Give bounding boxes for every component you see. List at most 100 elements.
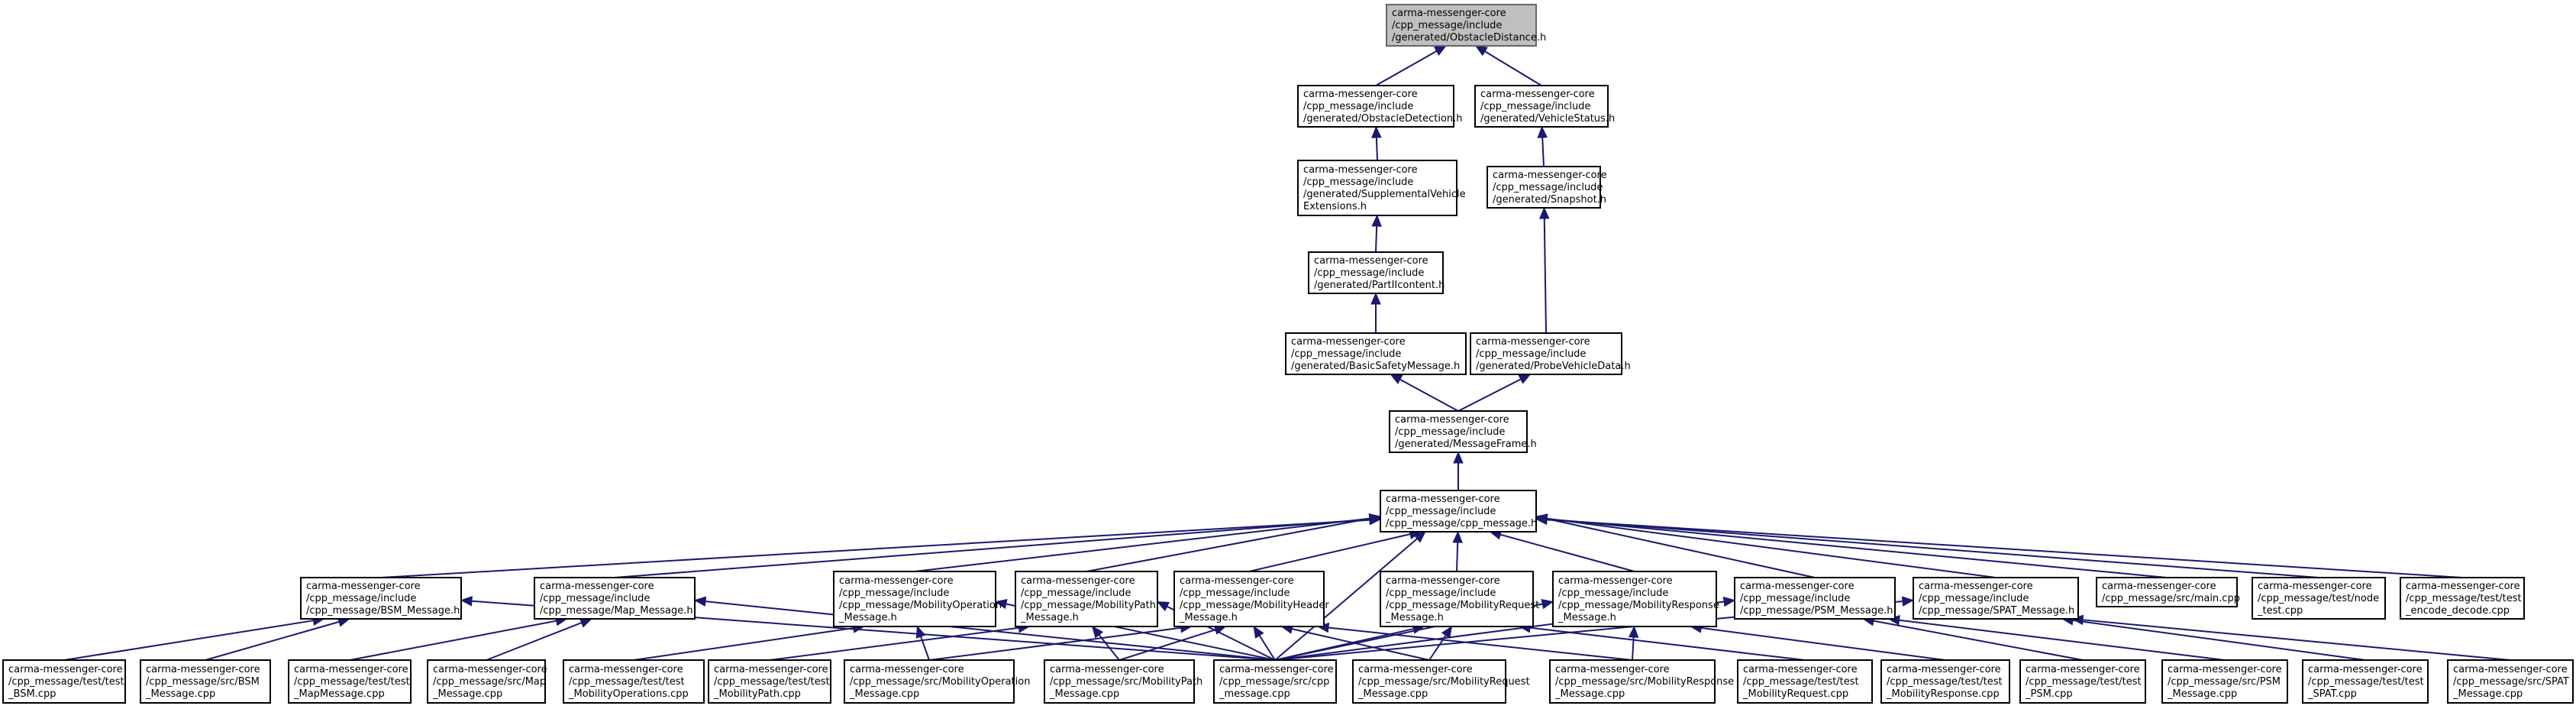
node-label-line: /cpp_message/test/test bbox=[714, 676, 830, 688]
node-label-line: _MobilityResponse.cpp bbox=[1886, 688, 2000, 700]
node-cppmsg[interactable]: carma-messenger-core/cpp_message/include… bbox=[1380, 490, 1537, 533]
node-mobop[interactable]: carma-messenger-core/cpp_message/include… bbox=[833, 571, 1002, 627]
node-label-line: /cpp_message/include bbox=[1740, 593, 1850, 604]
node-s-cpp[interactable]: carma-messenger-core/cpp_message/src/cpp… bbox=[1213, 659, 1337, 704]
node-label-line: /cpp_message/test/test bbox=[1743, 676, 1859, 688]
node-label-line: carma-messenger-core bbox=[2102, 581, 2216, 592]
arrowhead-icon bbox=[994, 598, 1008, 610]
edge-s-bsm-to-bsmmsg bbox=[205, 620, 340, 661]
node-s-bsm[interactable]: carma-messenger-core/cpp_message/src/BSM… bbox=[140, 659, 271, 704]
node-mapmsg[interactable]: carma-messenger-core/cpp_message/include… bbox=[534, 577, 696, 620]
node-label-line: /cpp_message/src/MobilityOperation bbox=[850, 676, 1030, 688]
node-label-line: carma-messenger-core bbox=[1180, 575, 1294, 587]
node-snapshot[interactable]: carma-messenger-core/cpp_message/include… bbox=[1487, 166, 1607, 209]
node-t-bsm[interactable]: carma-messenger-core/cpp_message/test/te… bbox=[2, 659, 126, 704]
node-label-line: carma-messenger-core bbox=[1395, 414, 1509, 426]
node-label-line: carma-messenger-core bbox=[839, 575, 954, 587]
node-label-line: /cpp_message/MobilityPath bbox=[1021, 600, 1156, 611]
node-vehstat[interactable]: carma-messenger-core/cpp_message/include… bbox=[1474, 85, 1615, 128]
edge-mapmsg-to-cppmsg bbox=[614, 518, 1370, 578]
node-label-line: Extensions.h bbox=[1303, 201, 1367, 212]
node-label-line: _PSM.cpp bbox=[2025, 688, 2073, 700]
edge-mobpath-to-cppmsg bbox=[1086, 517, 1370, 572]
edge-s-cpp-to-mobhdr bbox=[1258, 635, 1276, 661]
edge-s-mobreq-to-mobhdr bbox=[1291, 628, 1430, 661]
node-label-line: carma-messenger-core bbox=[1386, 494, 1500, 505]
node-box bbox=[833, 571, 996, 627]
node-mobresp[interactable]: carma-messenger-core/cpp_message/include… bbox=[1552, 571, 1719, 627]
arrowhead-icon bbox=[1371, 214, 1382, 227]
arrowhead-icon bbox=[1722, 596, 1736, 607]
node-box bbox=[844, 659, 1015, 704]
node-label-line: _Message.h bbox=[1179, 612, 1238, 623]
edge-s-cpp-to-cppmsg bbox=[1274, 538, 1418, 661]
node-label-line: _MobilityPath.cpp bbox=[713, 688, 801, 700]
node-s-mobresp[interactable]: carma-messenger-core/cpp_message/src/Mob… bbox=[1549, 659, 1734, 704]
node-partii[interactable]: carma-messenger-core/cpp_message/include… bbox=[1308, 251, 1445, 294]
node-root[interactable]: carma-messenger-core/cpp_message/include… bbox=[1386, 4, 1546, 47]
node-bsm-h[interactable]: carma-messenger-core/cpp_message/include… bbox=[1285, 332, 1467, 375]
node-label-line: carma-messenger-core bbox=[1555, 664, 1670, 675]
node-t-psm[interactable]: carma-messenger-core/cpp_message/test/te… bbox=[2019, 659, 2146, 704]
node-suppl[interactable]: carma-messenger-core/cpp_message/include… bbox=[1297, 160, 1466, 216]
node-obsdet[interactable]: carma-messenger-core/cpp_message/include… bbox=[1297, 85, 1463, 128]
edge-main-to-cppmsg bbox=[1546, 518, 2168, 578]
node-t-mobresp[interactable]: carma-messenger-core/cpp_message/test/te… bbox=[1880, 659, 2010, 704]
edge-nodetest-to-cppmsg bbox=[1546, 518, 2319, 578]
node-s-psm[interactable]: carma-messenger-core/cpp_message/src/PSM… bbox=[2161, 659, 2288, 704]
node-spatmsg[interactable]: carma-messenger-core/cpp_message/include… bbox=[1913, 577, 2079, 620]
node-label-line: carma-messenger-core bbox=[1303, 164, 1418, 176]
node-label-line: _Message.h bbox=[1020, 612, 1079, 623]
edge-psmmsg-to-cppmsg bbox=[1546, 517, 1816, 578]
arrowhead-icon bbox=[579, 617, 592, 628]
node-nodetest[interactable]: carma-messenger-core/cpp_message/test/no… bbox=[2252, 577, 2386, 620]
node-t-mobops[interactable]: carma-messenger-core/cpp_message/test/te… bbox=[563, 659, 705, 704]
node-label-line: /cpp_message/BSM_Message.h bbox=[306, 605, 460, 617]
arrowhead-icon bbox=[1628, 625, 1639, 638]
node-main[interactable]: carma-messenger-core/cpp_message/src/mai… bbox=[2096, 577, 2240, 607]
node-t-mobreq[interactable]: carma-messenger-core/cpp_message/test/te… bbox=[1737, 659, 1873, 704]
node-label-line: carma-messenger-core bbox=[1480, 89, 1595, 100]
edge-t-map-to-mapmsg bbox=[349, 620, 557, 661]
node-label-line: /cpp_message/test/node bbox=[2258, 593, 2379, 604]
node-mobhdr[interactable]: carma-messenger-core/cpp_message/include… bbox=[1173, 571, 1329, 627]
node-label-line: carma-messenger-core bbox=[1743, 664, 1858, 675]
node-box bbox=[2161, 659, 2288, 704]
arrowhead-icon bbox=[1901, 596, 1915, 607]
node-label-line: carma-messenger-core bbox=[2168, 664, 2282, 675]
node-probe[interactable]: carma-messenger-core/cpp_message/include… bbox=[1470, 332, 1631, 375]
edge-msgframe-to-probe bbox=[1457, 378, 1522, 412]
node-psmmsg[interactable]: carma-messenger-core/cpp_message/include… bbox=[1734, 577, 1896, 620]
node-label-line: carma-messenger-core bbox=[306, 581, 421, 592]
node-label-line: _Message.h bbox=[1558, 612, 1616, 623]
node-s-spat[interactable]: carma-messenger-core/cpp_message/src/SPA… bbox=[2447, 659, 2574, 704]
node-label-line: /cpp_message/src/MobilityPath bbox=[1050, 676, 1202, 688]
node-label-line: _test.cpp bbox=[2257, 605, 2303, 617]
node-mobpath[interactable]: carma-messenger-core/cpp_message/include… bbox=[1015, 571, 1158, 627]
node-encdec[interactable]: carma-messenger-core/cpp_message/test/te… bbox=[2400, 577, 2525, 620]
node-label-line: _SPAT.cpp bbox=[2307, 688, 2357, 700]
node-box bbox=[1285, 332, 1467, 375]
node-label-line: carma-messenger-core bbox=[1392, 8, 1506, 19]
node-mobreq[interactable]: carma-messenger-core/cpp_message/include… bbox=[1380, 571, 1539, 627]
node-label-line: _Message.cpp bbox=[1554, 688, 1625, 700]
edges-layer bbox=[63, 45, 2511, 661]
node-box bbox=[288, 659, 412, 704]
node-t-map[interactable]: carma-messenger-core/cpp_message/test/te… bbox=[288, 659, 412, 704]
node-s-mobreq[interactable]: carma-messenger-core/cpp_message/src/Mob… bbox=[1352, 659, 1530, 704]
arrowhead-icon bbox=[1452, 530, 1463, 543]
node-t-mobpath[interactable]: carma-messenger-core/cpp_message/test/te… bbox=[708, 659, 831, 704]
node-s-map[interactable]: carma-messenger-core/cpp_message/src/Map… bbox=[427, 659, 547, 704]
node-s-mobpath[interactable]: carma-messenger-core/cpp_message/src/Mob… bbox=[1044, 659, 1202, 704]
node-label-line: carma-messenger-core bbox=[1887, 664, 2001, 675]
node-s-mobop[interactable]: carma-messenger-core/cpp_message/src/Mob… bbox=[844, 659, 1030, 704]
node-t-spat[interactable]: carma-messenger-core/cpp_message/test/te… bbox=[2302, 659, 2429, 704]
node-bsmmsg[interactable]: carma-messenger-core/cpp_message/include… bbox=[300, 577, 462, 620]
edge-s-mobpath-to-mobpath bbox=[1098, 634, 1120, 661]
node-label-line: carma-messenger-core bbox=[1919, 581, 2033, 592]
node-label-line: /cpp_message/include bbox=[1395, 426, 1505, 438]
node-box bbox=[534, 577, 696, 620]
node-msgframe[interactable]: carma-messenger-core/cpp_message/include… bbox=[1389, 410, 1537, 453]
node-label-line: /cpp_message/test/test bbox=[2406, 593, 2522, 604]
